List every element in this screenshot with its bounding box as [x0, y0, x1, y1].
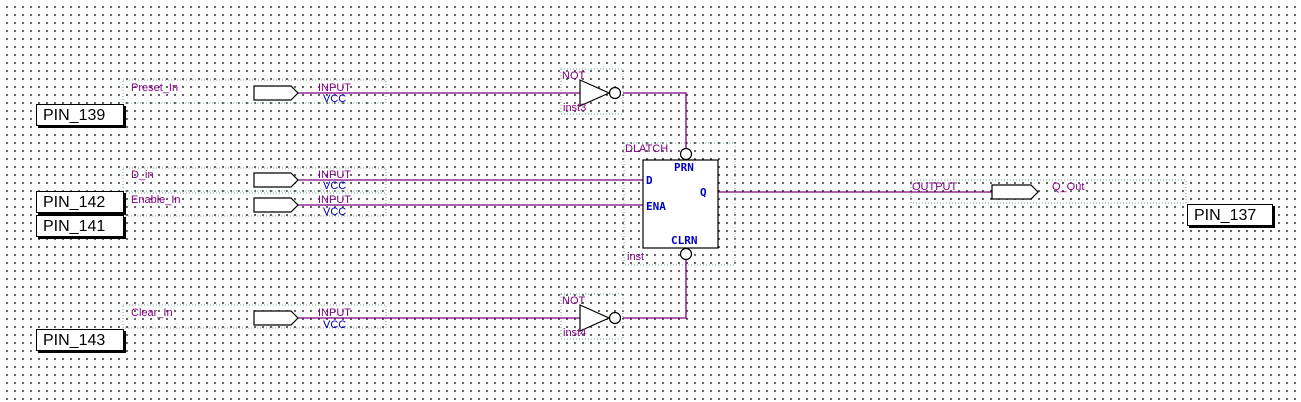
clear-input-outline: [122, 304, 387, 329]
dlatch-outline: [623, 142, 736, 266]
dlatch-port-ena: ENA: [646, 200, 666, 213]
symbol-outlines: [122, 68, 1187, 340]
output-name: Q_Out: [1052, 181, 1084, 193]
d-input-default: VCC: [323, 180, 346, 192]
preset-input-name: Preset_In: [131, 82, 178, 94]
not-gate-inst4-bubble: [608, 311, 622, 325]
output-outline: [910, 179, 1187, 204]
not-inst4-instance: inst4: [563, 327, 586, 339]
not-inst4-outline: [560, 293, 624, 340]
d-input-type: INPUT: [318, 169, 351, 181]
input-symbol-preset[interactable]: [253, 85, 299, 101]
input-symbol-clear[interactable]: [253, 310, 299, 326]
enable-input-outline: [122, 192, 387, 217]
not-gate-inst3-bubble: [608, 86, 622, 100]
pin-139-box[interactable]: PIN_139: [36, 104, 124, 126]
d-input-outline: [122, 167, 387, 192]
enable-input-name: Enable_In: [131, 194, 181, 206]
preset-input-default: VCC: [323, 93, 346, 105]
dlatch-port-clrn: CLRN: [671, 234, 698, 247]
pin-142-box[interactable]: PIN_142: [36, 191, 124, 213]
d-input-name: D_in: [131, 169, 154, 181]
dlatch-instance: inst: [627, 251, 644, 263]
enable-input-type: INPUT: [318, 194, 351, 206]
dlatch-type: DLATCH: [625, 143, 668, 155]
pin-137-box[interactable]: PIN_137: [1187, 204, 1273, 226]
prn-bubble: [679, 147, 693, 161]
not-inst3-outline: [560, 68, 624, 115]
not-gates: [579, 79, 622, 332]
not-gate-inst4[interactable]: [579, 304, 611, 332]
wire-preset-to-prn[interactable]: [623, 92, 687, 148]
not-inst4-type: NOT: [562, 295, 586, 307]
dlatch-port-prn: PRN: [674, 161, 694, 174]
pin-141-box[interactable]: PIN_141: [36, 215, 124, 237]
dlatch-body[interactable]: [642, 159, 719, 249]
output-symbol-q[interactable]: [991, 184, 1039, 200]
not-gate-inst3[interactable]: [579, 79, 611, 107]
not-inst3-type: NOT: [562, 70, 586, 82]
not-inst3-instance: inst3: [563, 102, 586, 114]
input-symbol-enable[interactable]: [253, 197, 299, 213]
dlatch-symbol[interactable]: [642, 147, 719, 261]
input-symbols: [253, 85, 1039, 326]
input-symbol-d[interactable]: [253, 172, 299, 188]
clear-input-type: INPUT: [318, 307, 351, 319]
clrn-bubble: [679, 247, 693, 261]
labels: Preset_In INPUT VCC D_in INPUT VCC Enabl…: [131, 70, 1084, 339]
wire-clear-to-clrn[interactable]: [623, 260, 687, 319]
enable-input-default: VCC: [323, 206, 346, 218]
output-type: OUTPUT: [912, 181, 958, 193]
dlatch-port-q: Q: [700, 186, 707, 199]
preset-input-type: INPUT: [318, 82, 351, 94]
dlatch-port-d: D: [646, 174, 653, 187]
clear-input-default: VCC: [323, 319, 346, 331]
preset-input-outline: [122, 79, 387, 104]
wires: [298, 92, 992, 319]
clear-input-name: Clear_In: [131, 307, 173, 319]
pin-143-box[interactable]: PIN_143: [36, 329, 124, 351]
